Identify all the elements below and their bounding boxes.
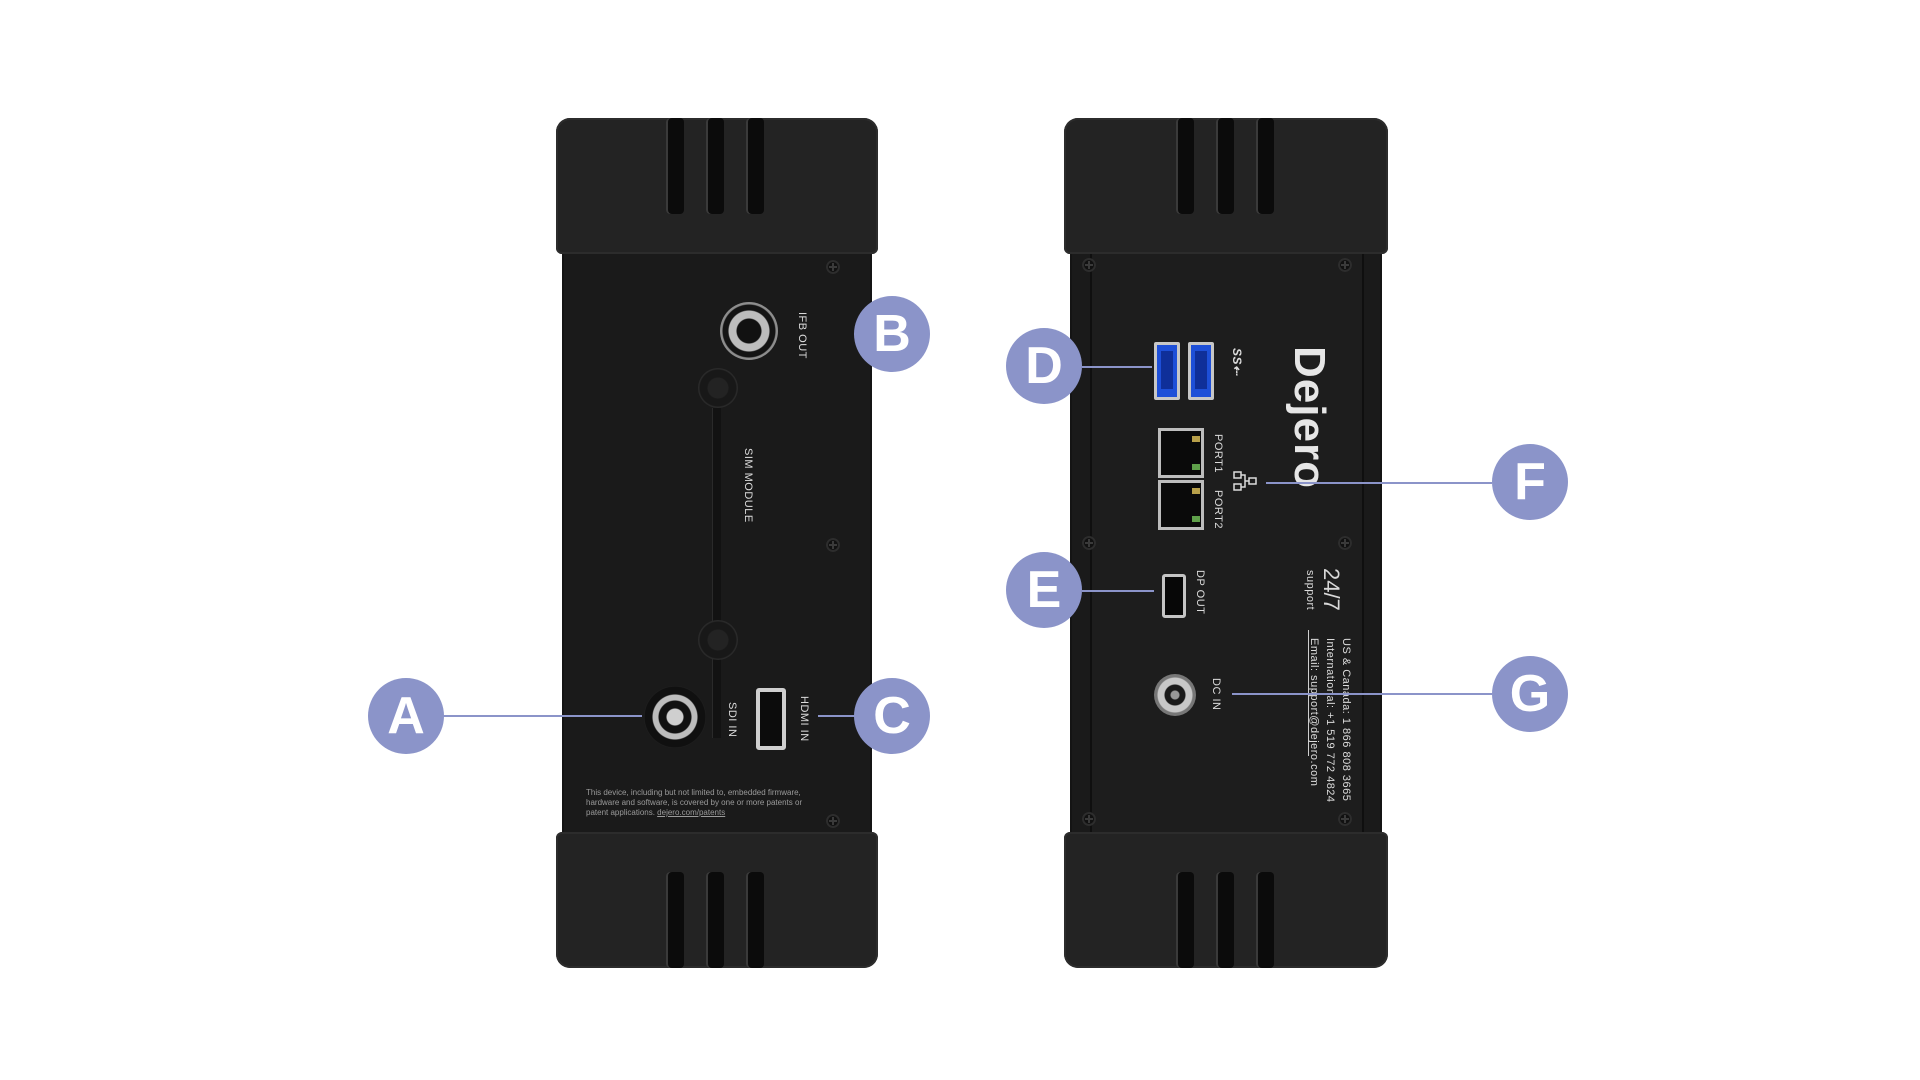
screw: [826, 814, 840, 828]
callout-a-leader: [442, 715, 642, 717]
support-email: Email: support@dejero.com: [1308, 638, 1320, 787]
hdmi-in-port[interactable]: [756, 688, 786, 750]
usb-port-2[interactable]: [1188, 342, 1214, 400]
patent-notice: This device, including but not limited t…: [586, 788, 826, 818]
right-top-cap: [1064, 118, 1388, 254]
screw: [826, 260, 840, 274]
dc-in-label: DC IN: [1210, 678, 1222, 711]
sdi-in-port[interactable]: [644, 686, 706, 748]
support-label: support: [1304, 570, 1316, 611]
port1-label: PORT1: [1212, 434, 1224, 473]
left-bottom-cap: [556, 832, 878, 968]
screw: [1082, 258, 1096, 272]
dc-in-port[interactable]: [1154, 674, 1196, 716]
patent-notice-text: This device, including but not limited t…: [586, 788, 803, 817]
usb-superspeed-icon: SS⇠: [1230, 348, 1244, 376]
sim-module-cover: [712, 408, 721, 738]
screw: [1082, 536, 1096, 550]
screw: [826, 538, 840, 552]
left-top-cap: [556, 118, 878, 254]
patent-link[interactable]: dejero.com/patents: [657, 808, 726, 817]
callout-f-leader: [1266, 482, 1492, 484]
callout-c-badge[interactable]: C: [854, 678, 930, 754]
ifb-out-port[interactable]: [720, 302, 778, 360]
callout-g-leader: [1232, 693, 1492, 695]
support-phone-intl: International: +1 519 772 4824: [1324, 638, 1336, 803]
ethernet-led: [1192, 488, 1200, 494]
callout-b-badge[interactable]: B: [854, 296, 930, 372]
callout-c-leader: [818, 715, 858, 717]
screw: [1338, 258, 1352, 272]
right-device-unit: SS⇠ Dejero PORT1 PORT2 DP OUT DC IN 24/7…: [1064, 118, 1388, 968]
callout-d-badge[interactable]: D: [1006, 328, 1082, 404]
screw: [1082, 812, 1096, 826]
screw: [1338, 812, 1352, 826]
sim-module-knob-bottom[interactable]: [698, 620, 738, 660]
callout-f-badge[interactable]: F: [1492, 444, 1568, 520]
support-phone-us: US & Canada: 1 866 808 3665: [1340, 638, 1352, 802]
usb-port-1[interactable]: [1154, 342, 1180, 400]
sim-module-label: SIM MODULE: [742, 448, 754, 523]
sim-module-knob-top[interactable]: [698, 368, 738, 408]
callout-e-leader: [1082, 590, 1154, 592]
right-inner-panel: [1090, 254, 1364, 840]
hdmi-in-label: HDMI IN: [798, 696, 810, 742]
port2-label: PORT2: [1212, 490, 1224, 529]
callout-e-badge[interactable]: E: [1006, 552, 1082, 628]
network-icon: [1233, 471, 1257, 491]
callout-a-badge[interactable]: A: [368, 678, 444, 754]
sdi-in-label: SDI IN: [726, 702, 738, 738]
dp-out-label: DP OUT: [1194, 570, 1206, 615]
right-bottom-cap: [1064, 832, 1388, 968]
ethernet-led: [1192, 464, 1200, 470]
screw: [1338, 536, 1352, 550]
support-24-7: 24/7: [1319, 568, 1344, 611]
ethernet-led: [1192, 436, 1200, 442]
callout-d-leader: [1082, 366, 1152, 368]
callout-g-badge[interactable]: G: [1492, 656, 1568, 732]
dp-out-port[interactable]: [1162, 574, 1186, 618]
dejero-logo: Dejero: [1285, 346, 1334, 489]
left-device-unit: IFB OUT SIM MODULE SDI IN HDMI IN This d…: [556, 118, 878, 968]
ethernet-led: [1192, 516, 1200, 522]
ifb-out-label: IFB OUT: [796, 312, 808, 359]
